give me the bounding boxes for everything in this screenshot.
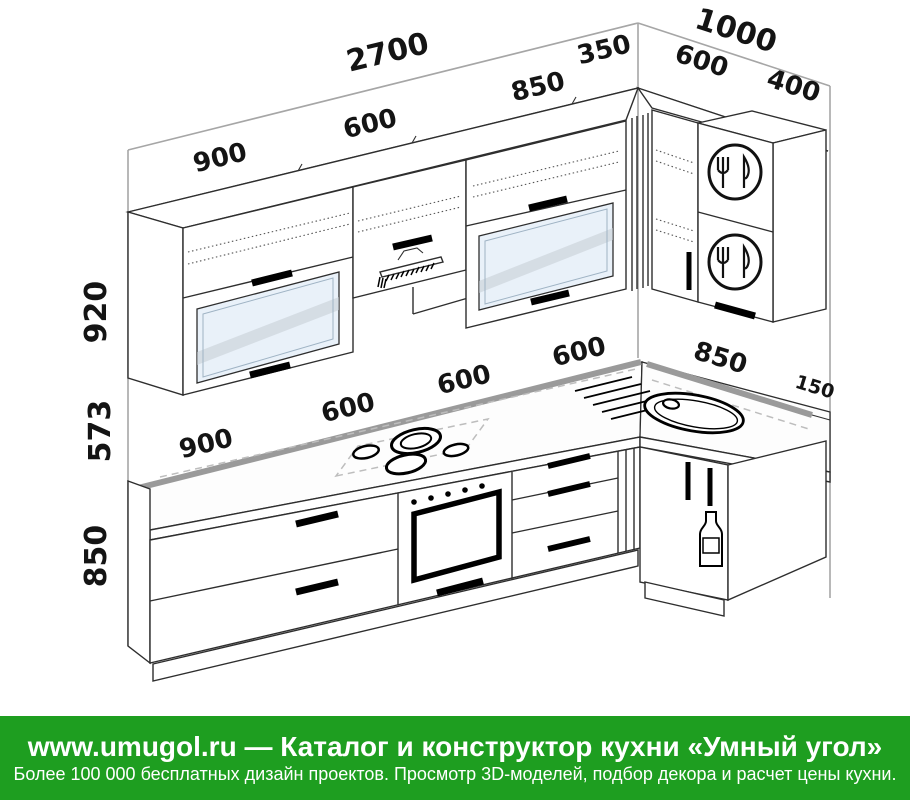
dim-height-920: 920 [79, 281, 114, 344]
wall-cabinet-900 [127, 186, 354, 396]
drawer-handle [547, 481, 591, 497]
dim-counter-600b: 600 [434, 359, 494, 401]
countertop [132, 359, 831, 541]
dish-drainer-icon [707, 233, 763, 291]
dim-counter-600c: 600 [549, 331, 609, 373]
base-cabinet-900 [149, 510, 399, 602]
wall-corner-filler [631, 113, 649, 291]
drawer-handle [295, 578, 339, 596]
dim-seg-600r: 600 [671, 39, 732, 84]
corner-wall-cabinet [651, 109, 699, 303]
kitchen-drawing: 2700 1000 900 600 850 350 600 400 920 57… [79, 1, 837, 682]
base-cabinets [127, 440, 827, 682]
bottle-cargo-icon [699, 511, 723, 567]
sink-base-cabinet [639, 440, 827, 617]
dish-drainer-icon [707, 143, 763, 201]
wall-cabinet-850 [465, 120, 627, 329]
sink-icon [643, 391, 745, 435]
drawer-handle [547, 453, 591, 469]
door-handle [530, 289, 570, 306]
dim-seg-850: 850 [508, 66, 568, 108]
dim-height-850: 850 [79, 525, 114, 588]
cooker-hood-icon [377, 247, 444, 289]
door-handle [714, 301, 756, 320]
door-handle [251, 269, 293, 287]
drawer-handle [547, 536, 591, 552]
oven-handle [436, 577, 484, 597]
footer-banner: www.umugol.ru — Каталог и конструктор ку… [0, 716, 910, 800]
base-cabinet-drawers [511, 453, 619, 552]
door-handle [249, 361, 291, 379]
dim-counter-900: 900 [176, 423, 236, 465]
dim-total-left: 2700 [343, 26, 432, 80]
cooktop-burners-icon [334, 417, 490, 478]
door-handle [392, 234, 433, 251]
wall-cabinet-400 [697, 110, 827, 323]
dim-height-573: 573 [83, 400, 118, 463]
plinth [152, 549, 639, 682]
hood-cabinet-600 [352, 159, 469, 315]
footer-title: www.umugol.ru — Каталог и конструктор ку… [27, 730, 883, 762]
door-handle [528, 195, 568, 212]
dim-counter-600a: 600 [318, 387, 378, 429]
dim-counter-850: 850 [690, 336, 751, 381]
drawer-handle [295, 510, 339, 528]
footer-subtitle: Более 100 000 бесплатных дизайн проектов… [13, 764, 897, 785]
dim-seg-600: 600 [340, 103, 400, 145]
dim-seg-350: 350 [574, 29, 634, 71]
backsplash-edge [646, 361, 813, 418]
dim-seg-900: 900 [190, 137, 250, 179]
dim-seg-400r: 400 [763, 64, 824, 109]
oven-icon [411, 483, 502, 597]
